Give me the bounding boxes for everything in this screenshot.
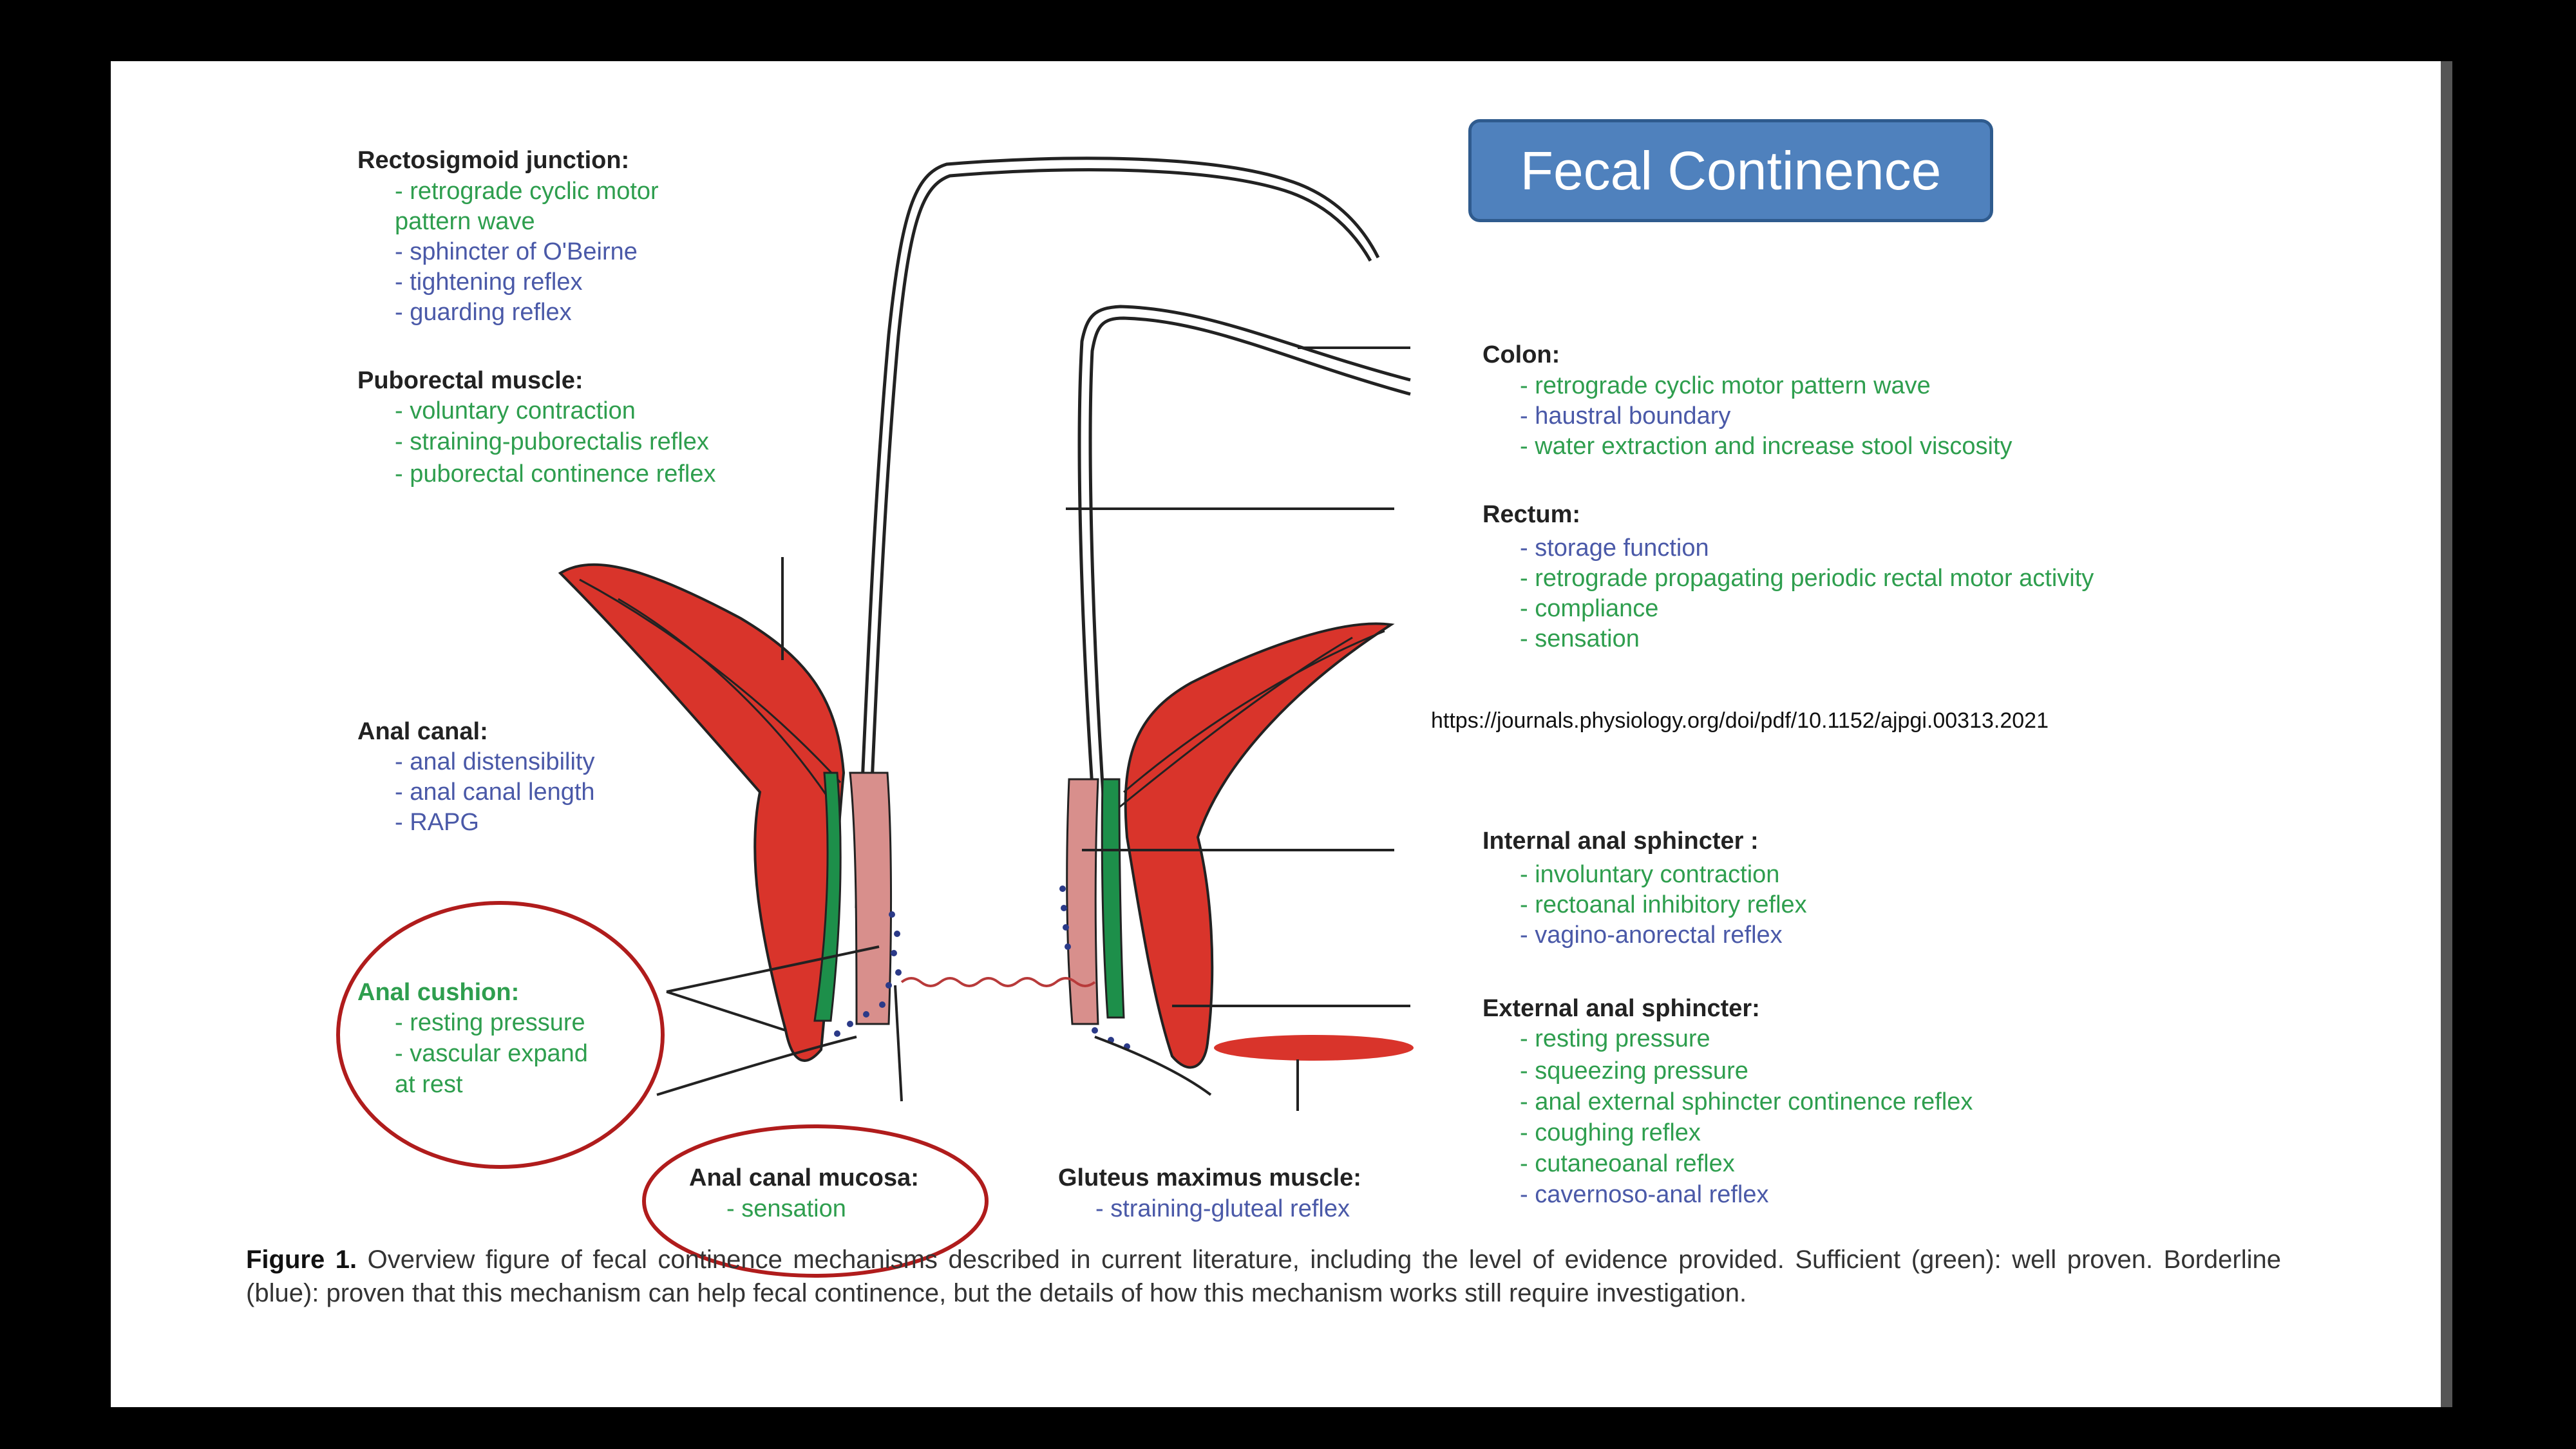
list-item: - cutaneoanal reflex — [1520, 1150, 1735, 1177]
list-item: - anal external sphincter continence ref… — [1520, 1088, 1973, 1115]
list-item: - guarding reflex — [395, 299, 572, 326]
anal-canal-closure — [900, 977, 1096, 987]
list-item: - resting pressure — [1520, 1025, 1710, 1052]
ias-header: Internal anal sphincter : — [1482, 828, 1759, 855]
gluteus-header: Gluteus maximus muscle: — [1058, 1164, 1361, 1191]
colon-header: Colon: — [1482, 341, 1560, 368]
source-url: https://journals.physiology.org/doi/pdf/… — [1431, 708, 2049, 733]
list-item: - retrograde propagating periodic rectal… — [1520, 565, 2094, 592]
list-item: - vascular expand — [395, 1040, 588, 1067]
puborectal-header: Puborectal muscle: — [357, 367, 583, 394]
list-item: - squeezing pressure — [1520, 1057, 1748, 1084]
colon-outer-wall — [855, 156, 1380, 909]
caption-label: Figure 1. — [246, 1245, 357, 1274]
list-item: - rectoanal inhibitory reflex — [1520, 891, 1807, 918]
highlight-circle-anal-cushion — [336, 901, 665, 1169]
list-item: - voluntary contraction — [395, 397, 636, 424]
list-item: - anal canal length — [395, 779, 595, 806]
leader-lines — [666, 346, 1410, 1102]
rectosigmoid-header: Rectosigmoid junction: — [357, 147, 630, 174]
list-item: pattern wave — [395, 208, 535, 235]
page-edge — [2441, 61, 2452, 1407]
list-item: - retrograde cyclic motor — [395, 178, 659, 205]
list-item: - sensation — [726, 1195, 846, 1222]
list-item: - sphincter of O'Beirne — [395, 238, 638, 265]
list-item: - cavernoso-anal reflex — [1520, 1181, 1769, 1208]
highlight-circle-anal-mucosa — [642, 1124, 989, 1278]
list-item: - sensation — [1520, 625, 1640, 652]
list-item: - coughing reflex — [1520, 1119, 1701, 1146]
rectum-inner-wall — [1077, 305, 1411, 825]
gluteus-maximus-shape — [1214, 1035, 1414, 1061]
right-puborectal-muscle — [1124, 622, 1395, 1069]
eas-header: External anal sphincter: — [1482, 995, 1760, 1022]
figure-caption: Figure 1. Overview figure of fecal conti… — [246, 1243, 2281, 1310]
list-item: - straining-gluteal reflex — [1095, 1195, 1350, 1222]
list-item: - storage function — [1520, 535, 1709, 562]
list-item: - water extraction and increase stool vi… — [1520, 433, 2012, 460]
list-item: - involuntary contraction — [1520, 861, 1780, 888]
list-item: - RAPG — [395, 809, 479, 836]
list-item: - puborectal continence reflex — [395, 460, 716, 488]
anal-canal-header: Anal canal: — [357, 718, 488, 745]
list-item: - resting pressure — [395, 1009, 585, 1036]
list-item: - tightening reflex — [395, 269, 583, 296]
list-item: - vagino-anorectal reflex — [1520, 922, 1783, 949]
list-item: - haustral boundary — [1520, 402, 1731, 430]
left-puborectal-muscle — [558, 563, 846, 1062]
anal-mucosa-header: Anal canal mucosa: — [689, 1164, 919, 1191]
list-item: - compliance — [1520, 595, 1659, 622]
anal-cushion-header: Anal cushion: — [357, 979, 520, 1006]
slide-title: Fecal Continence — [1468, 119, 1993, 222]
list-item: - anal distensibility — [395, 748, 595, 775]
caption-text: Overview figure of fecal continence mech… — [246, 1245, 2281, 1307]
list-item: - retrograde cyclic motor pattern wave — [1520, 372, 1931, 399]
rectum-header: Rectum: — [1482, 501, 1581, 528]
list-item: - straining-puborectalis reflex — [395, 428, 709, 455]
anal-cushion-dots — [834, 886, 1130, 1050]
list-item: at rest — [395, 1071, 463, 1098]
figure-background — [111, 61, 2450, 1407]
